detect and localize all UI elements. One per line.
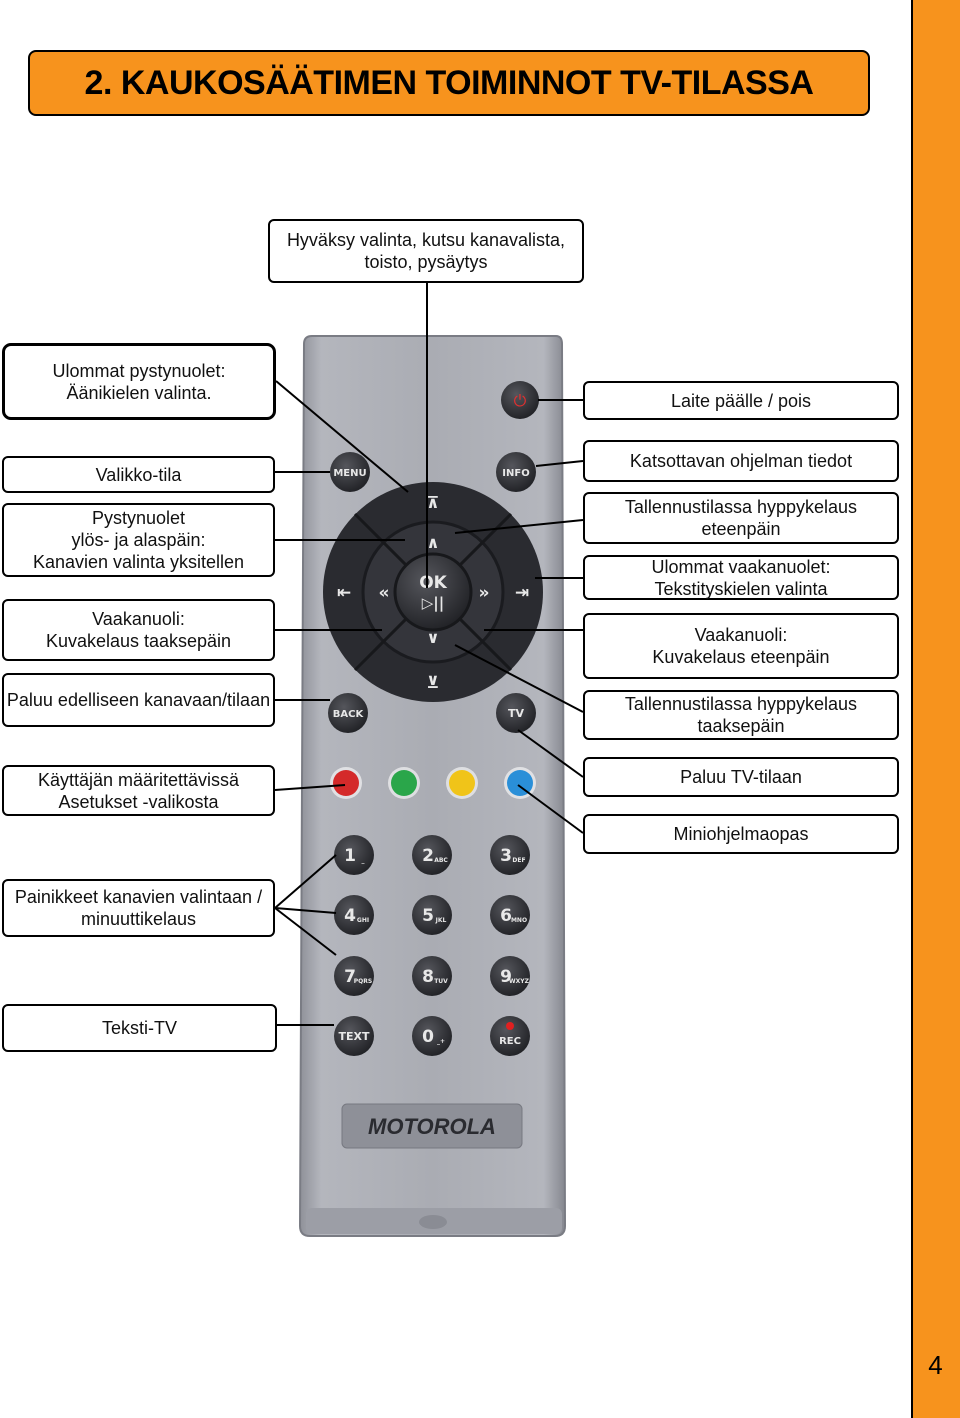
label-mini-guide: Miniohjelmaopas (583, 814, 899, 854)
right-arrow-icon[interactable]: » (479, 583, 490, 603)
number-key-8[interactable] (412, 956, 452, 996)
text-button-label: TEXT (338, 1030, 369, 1043)
play-pause-icon: ▷|| (422, 594, 445, 613)
label-menu: Valikko-tila (2, 456, 275, 493)
label-tv: Paluu TV-tilaan (583, 757, 899, 797)
number-key-4[interactable] (334, 895, 374, 935)
callout-lines (274, 282, 584, 1026)
label-ok-function: Hyväksy valinta, kutsu kanavalista, tois… (268, 219, 584, 283)
label-skip-forward: Tallennustilassa hyppykelaus eteenpäin (583, 492, 899, 544)
number-key-letters: _+ (437, 1038, 445, 1045)
record-dot-icon (506, 1022, 514, 1030)
menu-button-label: MENU (333, 468, 366, 479)
down-arrow-icon[interactable]: ∨ (427, 628, 440, 647)
info-button[interactable] (496, 452, 536, 492)
label-left-arrow: Vaakanuoli: Kuvakelaus taaksepäin (2, 599, 275, 661)
menu-button[interactable] (330, 452, 370, 492)
label-info: Katsottavan ohjelman tiedot (583, 440, 899, 482)
label-vertical-arrows: Pystynuolet ylös- ja alaspäin: Kanavien … (2, 503, 275, 577)
label-outer-horizontal-arrows: Ulommat vaakanuolet: Tekstityskielen val… (583, 555, 899, 600)
label-back: Paluu edelliseen kanavaan/tilaan (2, 673, 275, 727)
page-title: 2. KAUKOSÄÄTIMEN TOIMINNOT TV-TILASSA (84, 63, 814, 102)
page-number: 4 (928, 1350, 943, 1380)
side-accent-bar (911, 0, 960, 1418)
red-key[interactable] (333, 770, 359, 796)
number-key-0[interactable] (412, 1016, 452, 1056)
number-key-letters: ABC (434, 857, 448, 864)
number-key-2[interactable] (412, 835, 452, 875)
number-key-letters: _ (362, 857, 365, 864)
number-key-9[interactable] (490, 956, 530, 996)
outer-down-arrow-icon[interactable]: ⊻ (427, 673, 440, 692)
label-teletext: Teksti-TV (2, 1004, 277, 1052)
brand-logo: MOTOROLA (368, 1114, 496, 1139)
tv-button-label: TV (508, 707, 525, 720)
blue-key[interactable] (507, 770, 533, 796)
number-key-digit: 6 (500, 906, 512, 926)
ok-button[interactable] (393, 552, 473, 632)
number-key-digit: 3 (500, 846, 512, 866)
number-key-letters: PQRS (354, 978, 372, 985)
info-button-label: INFO (502, 468, 529, 479)
number-key-digit: 2 (422, 846, 434, 866)
number-key-letters: DEF (512, 857, 525, 864)
number-key-letters: MNO (511, 917, 527, 924)
label-power: Laite päälle / pois (583, 381, 899, 420)
text-button[interactable] (334, 1016, 374, 1056)
outer-right-arrow-icon[interactable]: ⇥ (515, 583, 529, 603)
power-button[interactable] (501, 381, 539, 419)
ok-button-label: OK (419, 573, 447, 593)
label-right-arrow: Vaakanuoli: Kuvakelaus eteenpäin (583, 613, 899, 679)
back-button-label: BACK (333, 709, 365, 720)
number-key-digit: 1 (344, 846, 356, 866)
number-key-digit: 7 (344, 967, 356, 987)
label-skip-back: Tallennustilassa hyppykelaus taaksepäin (583, 690, 899, 740)
yellow-key[interactable] (449, 770, 475, 796)
number-key-digit: 8 (422, 967, 434, 987)
outer-left-arrow-icon[interactable]: ⇤ (337, 583, 351, 603)
number-key-digit: 0 (422, 1027, 434, 1047)
label-user-defined-keys: Käyttäjän määritettävissä Asetukset -val… (2, 765, 275, 816)
rec-button-label: REC (499, 1036, 521, 1047)
number-key-3[interactable] (490, 835, 530, 875)
power-icon: ⏻ (514, 391, 527, 410)
outer-up-arrow-icon[interactable]: ⊼ (427, 493, 440, 512)
number-key-letters: WXYZ (509, 978, 530, 985)
left-arrow-icon[interactable]: « (379, 583, 390, 603)
brand-plate (341, 1103, 523, 1149)
number-key-6[interactable] (490, 895, 530, 935)
tv-button[interactable] (496, 693, 536, 733)
number-key-letters: GHI (357, 917, 369, 924)
up-arrow-icon[interactable]: ∧ (427, 533, 440, 552)
number-key-1[interactable] (334, 835, 374, 875)
label-outer-vertical-arrows: Ulommat pystynuolet: Äänikielen valinta. (2, 343, 276, 420)
title-banner: 2. KAUKOSÄÄTIMEN TOIMINNOT TV-TILASSA (28, 50, 870, 116)
back-button[interactable] (328, 693, 368, 733)
number-key-7[interactable] (334, 956, 374, 996)
number-key-5[interactable] (412, 895, 452, 935)
number-key-digit: 4 (344, 906, 356, 926)
number-key-digit: 5 (422, 906, 434, 926)
motorola-emblem-icon (419, 1215, 447, 1229)
number-key-letters: TUV (434, 978, 448, 985)
rec-button[interactable] (490, 1016, 530, 1056)
remote-illustration: ⏻ MENU INFO OK ▷|| ⊼ ∧ ∨ ⊻ ⇤ « » ⇥ BACK … (274, 282, 584, 1237)
color-keys (330, 767, 536, 799)
green-key[interactable] (391, 770, 417, 796)
number-key-digit: 9 (500, 967, 512, 987)
label-number-keys: Painikkeet kanavien valintaan / minuutti… (2, 879, 275, 937)
number-key-letters: JKL (435, 917, 447, 924)
